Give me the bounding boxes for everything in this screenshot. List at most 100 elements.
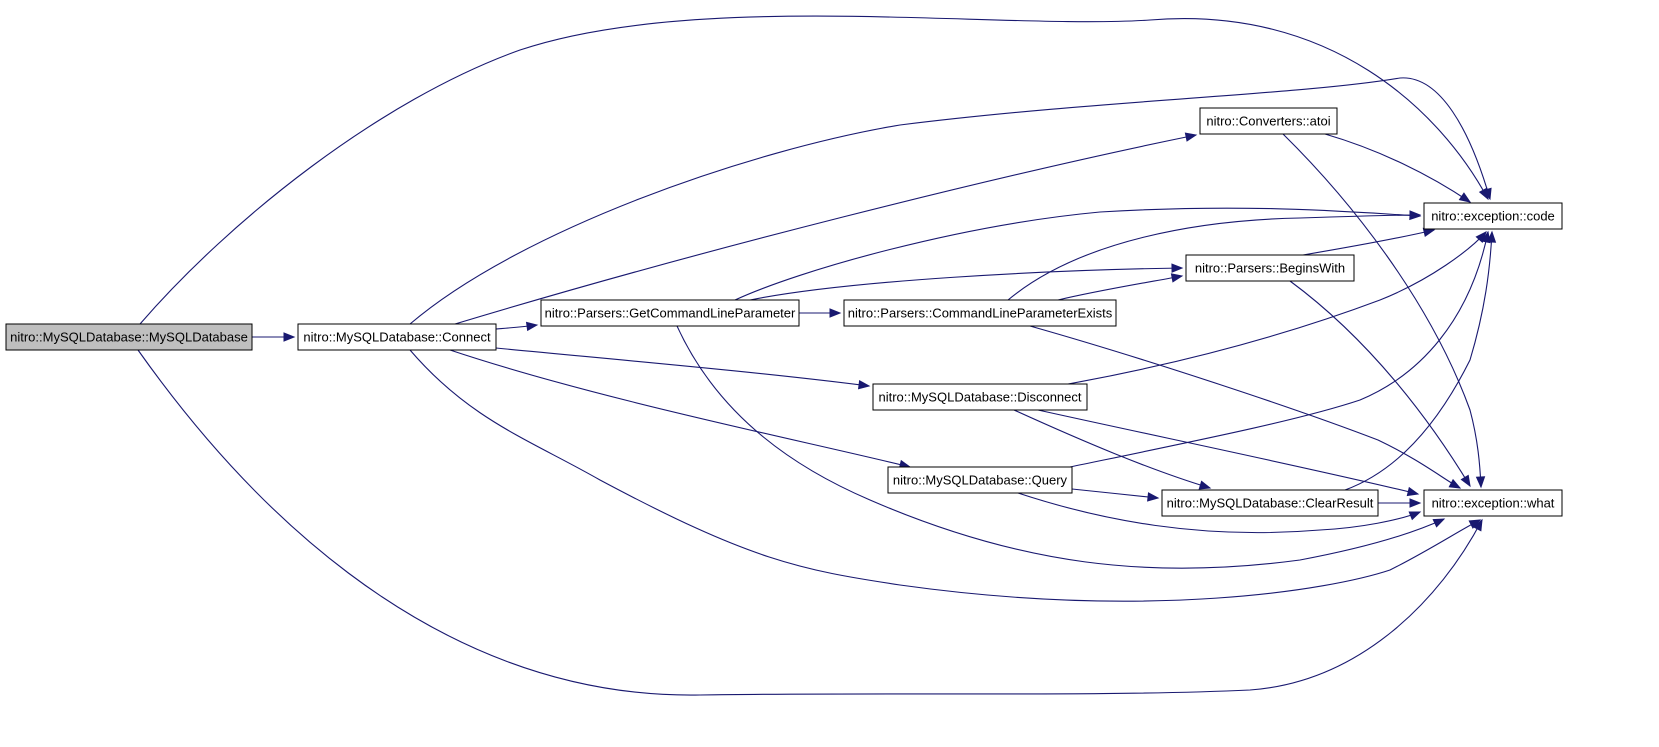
edge-line (1324, 133, 1471, 203)
edge-atoi-to-exc_code (1324, 133, 1472, 203)
node-box[interactable] (1199, 107, 1338, 135)
edge-line (1029, 325, 1461, 489)
arrowhead-icon (1170, 273, 1184, 283)
edge-line (1017, 492, 1421, 534)
edge-mysql_ctor-to-exc_what (137, 349, 1483, 696)
node-label: nitro::Parsers::BeginsWith (1195, 260, 1345, 275)
node-query[interactable]: nitro::MySQLDatabase::Query (887, 466, 1073, 494)
node-label: nitro::exception::what (1432, 495, 1555, 510)
edge-line (734, 207, 1421, 301)
edge-cmdexists-to-exc_code (1007, 210, 1422, 301)
edge-line (454, 134, 1197, 325)
edge-line (1037, 409, 1419, 495)
edge-line (1289, 280, 1471, 487)
node-label: nitro::MySQLDatabase::Connect (303, 329, 491, 344)
node-connect[interactable]: nitro::MySQLDatabase::Connect (297, 323, 497, 351)
edge-line (409, 77, 1491, 325)
edge-disconnect-to-exc_what (1037, 409, 1420, 497)
arrowhead-icon (1147, 492, 1160, 502)
node-label: nitro::Converters::atoi (1206, 113, 1330, 128)
edge-getcmd-to-exc_code (734, 207, 1422, 301)
node-box[interactable] (1423, 202, 1563, 230)
arrowhead-icon (1184, 132, 1198, 142)
edge-beginswith-to-exc_what (1289, 280, 1471, 488)
node-box[interactable] (843, 299, 1117, 327)
edge-line (1302, 229, 1435, 256)
node-cmdexists[interactable]: nitro::Parsers::CommandLineParameterExis… (843, 299, 1117, 327)
node-atoi[interactable]: nitro::Converters::atoi (1199, 107, 1338, 135)
edge-getcmd-to-exc_what (676, 325, 1446, 569)
node-exc-code[interactable]: nitro::exception::code (1423, 202, 1563, 230)
node-beginswith[interactable]: nitro::Parsers::BeginsWith (1185, 254, 1355, 282)
arrowhead-icon (283, 332, 296, 342)
edge-line (1007, 214, 1421, 301)
edge-line (409, 349, 1481, 602)
arrowhead-icon (525, 321, 539, 332)
node-label: nitro::MySQLDatabase::Disconnect (878, 389, 1081, 404)
edge-line (139, 15, 1489, 325)
edge-getcmd-to-cmdexists (799, 308, 842, 318)
node-box[interactable] (540, 299, 800, 327)
node-label: nitro::MySQLDatabase::Query (893, 472, 1068, 487)
arrowhead-icon (1448, 478, 1462, 489)
node-mysql-ctor[interactable]: nitro::MySQLDatabase::MySQLDatabase (5, 323, 253, 351)
arrowhead-icon (1460, 474, 1471, 488)
node-label: nitro::Parsers::GetCommandLineParameter (545, 305, 796, 320)
edge-connect-to-query (449, 349, 912, 470)
edge-cmdexists-to-exc_what (1029, 325, 1462, 489)
edge-line (137, 349, 1483, 696)
arrowhead-icon (1468, 519, 1482, 529)
edge-line (1057, 275, 1183, 301)
node-box[interactable] (5, 323, 253, 351)
node-label: nitro::MySQLDatabase::ClearResult (1167, 495, 1374, 510)
edges-layer (137, 15, 1497, 696)
node-box[interactable] (872, 383, 1088, 411)
edge-clearresult-to-exc_code (1344, 230, 1497, 491)
arrowhead-icon (1198, 480, 1212, 490)
arrowhead-icon (1482, 187, 1492, 201)
arrowhead-icon (1458, 192, 1472, 203)
edge-query-to-clearresult (1071, 488, 1160, 502)
arrowhead-icon (1475, 476, 1486, 489)
edge-clearresult-to-exc_what (1378, 498, 1422, 508)
node-disconnect[interactable]: nitro::MySQLDatabase::Disconnect (872, 383, 1088, 411)
edge-line (676, 325, 1445, 569)
node-box[interactable] (1161, 489, 1379, 517)
node-clearresult[interactable]: nitro::MySQLDatabase::ClearResult (1161, 489, 1379, 517)
node-box[interactable] (297, 323, 497, 351)
edge-getcmd-to-beginswith (749, 263, 1184, 301)
arrowhead-icon (829, 308, 842, 318)
arrowhead-icon (1472, 518, 1483, 532)
node-label: nitro::exception::code (1431, 208, 1555, 223)
arrowhead-icon (1422, 227, 1436, 238)
edge-connect-to-exc_what (409, 349, 1482, 602)
edge-mysql_ctor-to-connect (251, 332, 296, 342)
node-box[interactable] (1185, 254, 1355, 282)
edge-line (495, 347, 870, 387)
edge-cmdexists-to-beginswith (1057, 273, 1184, 301)
arrowhead-icon (1409, 498, 1422, 508)
edge-connect-to-atoi (454, 132, 1198, 325)
node-box[interactable] (1423, 489, 1563, 517)
arrowhead-icon (1171, 263, 1184, 273)
edge-connect-to-exc_code (409, 77, 1492, 325)
edge-line (1013, 409, 1211, 489)
node-getcmd[interactable]: nitro::Parsers::GetCommandLineParameter (540, 299, 800, 327)
edge-query-to-exc_what (1017, 492, 1422, 534)
arrowhead-icon (857, 379, 871, 390)
arrowhead-icon (1406, 486, 1420, 497)
node-exc-what[interactable]: nitro::exception::what (1423, 489, 1563, 517)
edge-line (1071, 488, 1159, 499)
node-label: nitro::Parsers::CommandLineParameterExis… (848, 305, 1113, 320)
edge-line (1067, 231, 1487, 385)
node-label: nitro::MySQLDatabase::MySQLDatabase (10, 329, 248, 344)
edge-line (449, 349, 911, 468)
edge-line (1069, 231, 1489, 468)
node-box[interactable] (887, 466, 1073, 494)
edge-connect-to-disconnect (495, 347, 871, 390)
edge-line (749, 267, 1183, 301)
edge-line (1282, 133, 1482, 488)
arrowhead-icon (1408, 511, 1422, 521)
